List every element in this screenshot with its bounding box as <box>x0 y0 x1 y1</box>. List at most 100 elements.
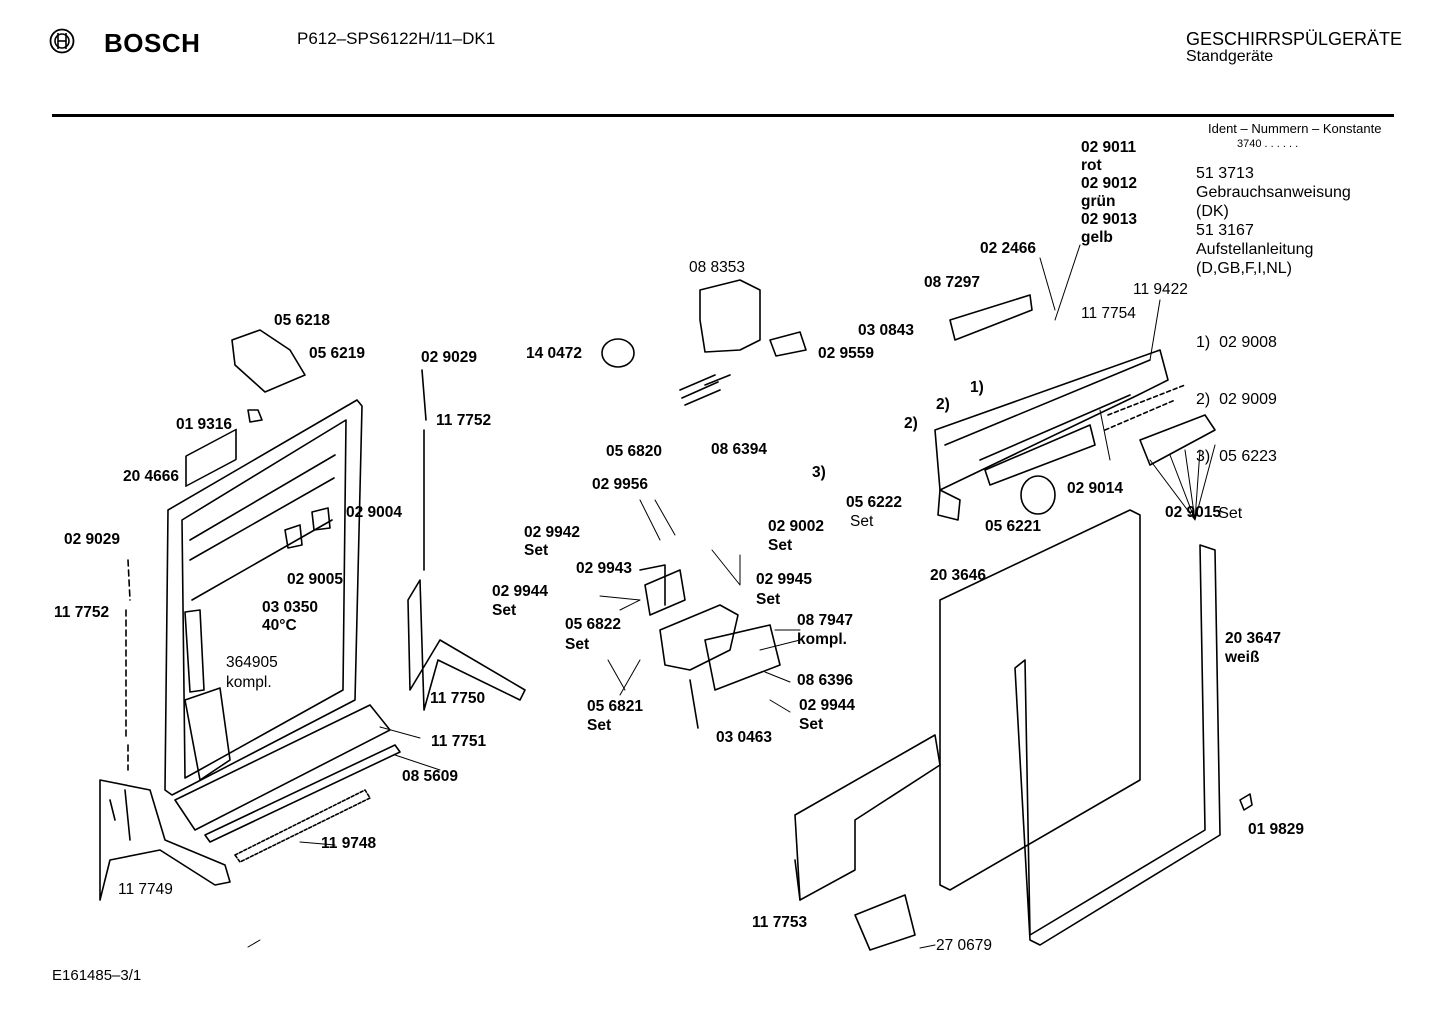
callout-label: rot <box>1081 157 1102 174</box>
callout-label: 05 6820 <box>606 443 663 460</box>
callout-label: 08 8353 <box>689 259 746 276</box>
callout-label: 02 9945 <box>756 571 813 588</box>
callout-label: 14 0472 <box>526 345 583 362</box>
callout-label: Set <box>587 717 612 734</box>
callout-label: 02 9012 <box>1081 175 1138 192</box>
callout-label: 11 7752 <box>436 412 492 429</box>
callout-label: 02 9011 <box>1081 139 1137 156</box>
callout-label: 01 9829 <box>1248 821 1305 838</box>
callout-label: 02 9015 <box>1165 504 1222 521</box>
callout-label: 02 9029 <box>64 531 121 548</box>
note-line: Aufstellanleitung <box>1196 241 1314 258</box>
callout-label: 1) <box>970 379 984 396</box>
callout-label: 11 9422 <box>1133 281 1188 298</box>
callout-label: 2) <box>904 415 918 432</box>
document-notes: 51 3713 Gebrauchsanweisung (DK) 51 3167 … <box>1196 164 1351 278</box>
inner-door-panel <box>164 399 363 796</box>
callout-label: 02 9956 <box>592 476 649 493</box>
ident-value: 3740 . . . . . . <box>1237 138 1299 150</box>
callout-label: grün <box>1081 193 1116 210</box>
callout-label: 08 7297 <box>924 274 981 291</box>
callout-label: 02 9013 <box>1081 211 1138 228</box>
callout-label: 02 9029 <box>421 349 478 366</box>
callout-label: Set <box>524 542 549 559</box>
footnote-line: 1) 02 9008 <box>1196 334 1277 351</box>
callout-label: 11 9748 <box>321 835 377 852</box>
callout-label: 02 9942 <box>524 524 581 541</box>
callout-label: 03 0350 <box>262 599 319 616</box>
callout-label: 05 6218 <box>274 312 331 329</box>
callout-label: Set <box>799 716 824 733</box>
callout-label: 01 9316 <box>176 416 233 433</box>
door-lock <box>231 329 331 549</box>
callout-label: Set <box>565 636 590 653</box>
callout-label: 02 9559 <box>818 345 875 362</box>
callout-label: kompl. <box>797 631 847 648</box>
button-row <box>1104 384 1216 466</box>
callout-label: 11 7753 <box>752 914 808 931</box>
callout-label: 27 0679 <box>936 937 993 954</box>
hinge-springs <box>125 369 526 771</box>
side-panel-left <box>939 509 1141 891</box>
header-divider <box>52 114 1394 117</box>
callout-label: 02 9943 <box>576 560 633 577</box>
note-line: Gebrauchsanweisung <box>1196 184 1351 201</box>
timer-unit <box>679 279 807 406</box>
callout-label: 02 9005 <box>287 571 344 588</box>
note-line: (DK) <box>1196 203 1229 220</box>
callout-label: 20 3646 <box>930 567 987 584</box>
screw <box>1239 793 1253 811</box>
callout-label: 05 6222 <box>846 494 903 511</box>
model-number: P612–SPS6122H/11–DK1 <box>297 29 496 48</box>
callout-label: 05 6219 <box>309 345 366 362</box>
callout-label: Set <box>756 591 781 608</box>
callout-label: 40°C <box>262 617 297 634</box>
bosch-logo-icon <box>49 28 75 54</box>
brand-name: BOSCH <box>104 28 201 58</box>
footnote-line: 2) 02 9009 <box>1196 391 1277 408</box>
detergent-dispenser <box>639 564 781 729</box>
callout-label: weiß <box>1225 649 1260 666</box>
note-line: 51 3713 <box>1196 165 1254 182</box>
callout-label: 08 6396 <box>797 672 854 689</box>
callout-label: 02 9002 <box>768 518 825 535</box>
footnotes: 1) 02 9008 2) 02 9009 3) 05 6223 Set <box>1196 295 1277 542</box>
callout-label: Set <box>492 602 517 619</box>
note-line: (D,GB,F,I,NL) <box>1196 260 1293 277</box>
callout-label: 08 5609 <box>402 768 459 785</box>
callout-label: 3) <box>812 464 826 481</box>
side-frame-right <box>1014 544 1221 946</box>
callout-label: 02 9014 <box>1067 480 1124 497</box>
drawing-code: E161485–3/1 <box>52 967 142 984</box>
callout-label: kompl. <box>226 674 272 691</box>
ident-heading: Ident – Nummern – Konstante <box>1208 121 1382 136</box>
callout-label: 05 6822 <box>565 616 622 633</box>
callout-label: 20 3647 <box>1225 630 1282 647</box>
callout-label: 11 7754 <box>1081 305 1136 322</box>
leader-lines <box>247 244 1216 949</box>
callout-label: 02 9004 <box>346 504 403 521</box>
callout-label: 05 6821 <box>587 698 644 715</box>
plinth <box>794 734 941 951</box>
callout-label: 11 7750 <box>430 690 486 707</box>
control-panel <box>934 349 1169 521</box>
left-hinge <box>99 779 231 901</box>
callout-label: 02 9944 <box>799 697 856 714</box>
callout-label: 20 4666 <box>123 468 180 485</box>
callout-label: Set <box>850 513 874 530</box>
footnote-line: Set <box>1196 505 1243 522</box>
callout-label: 02 9944 <box>492 583 549 600</box>
callout-label: 2) <box>936 396 950 413</box>
control-knob <box>1020 475 1056 515</box>
knob-part <box>601 338 635 368</box>
callout-label: 11 7749 <box>118 881 173 898</box>
note-line: 51 3167 <box>1196 222 1254 239</box>
callout-label: 08 7947 <box>797 612 854 629</box>
callout-label: 11 7751 <box>431 733 487 750</box>
callout-label: 05 6221 <box>985 518 1042 535</box>
callout-label: Set <box>768 537 793 554</box>
callout-label: 03 0463 <box>716 729 773 746</box>
callout-label: 364905 <box>226 654 278 671</box>
callout-label: 03 0843 <box>858 322 915 339</box>
